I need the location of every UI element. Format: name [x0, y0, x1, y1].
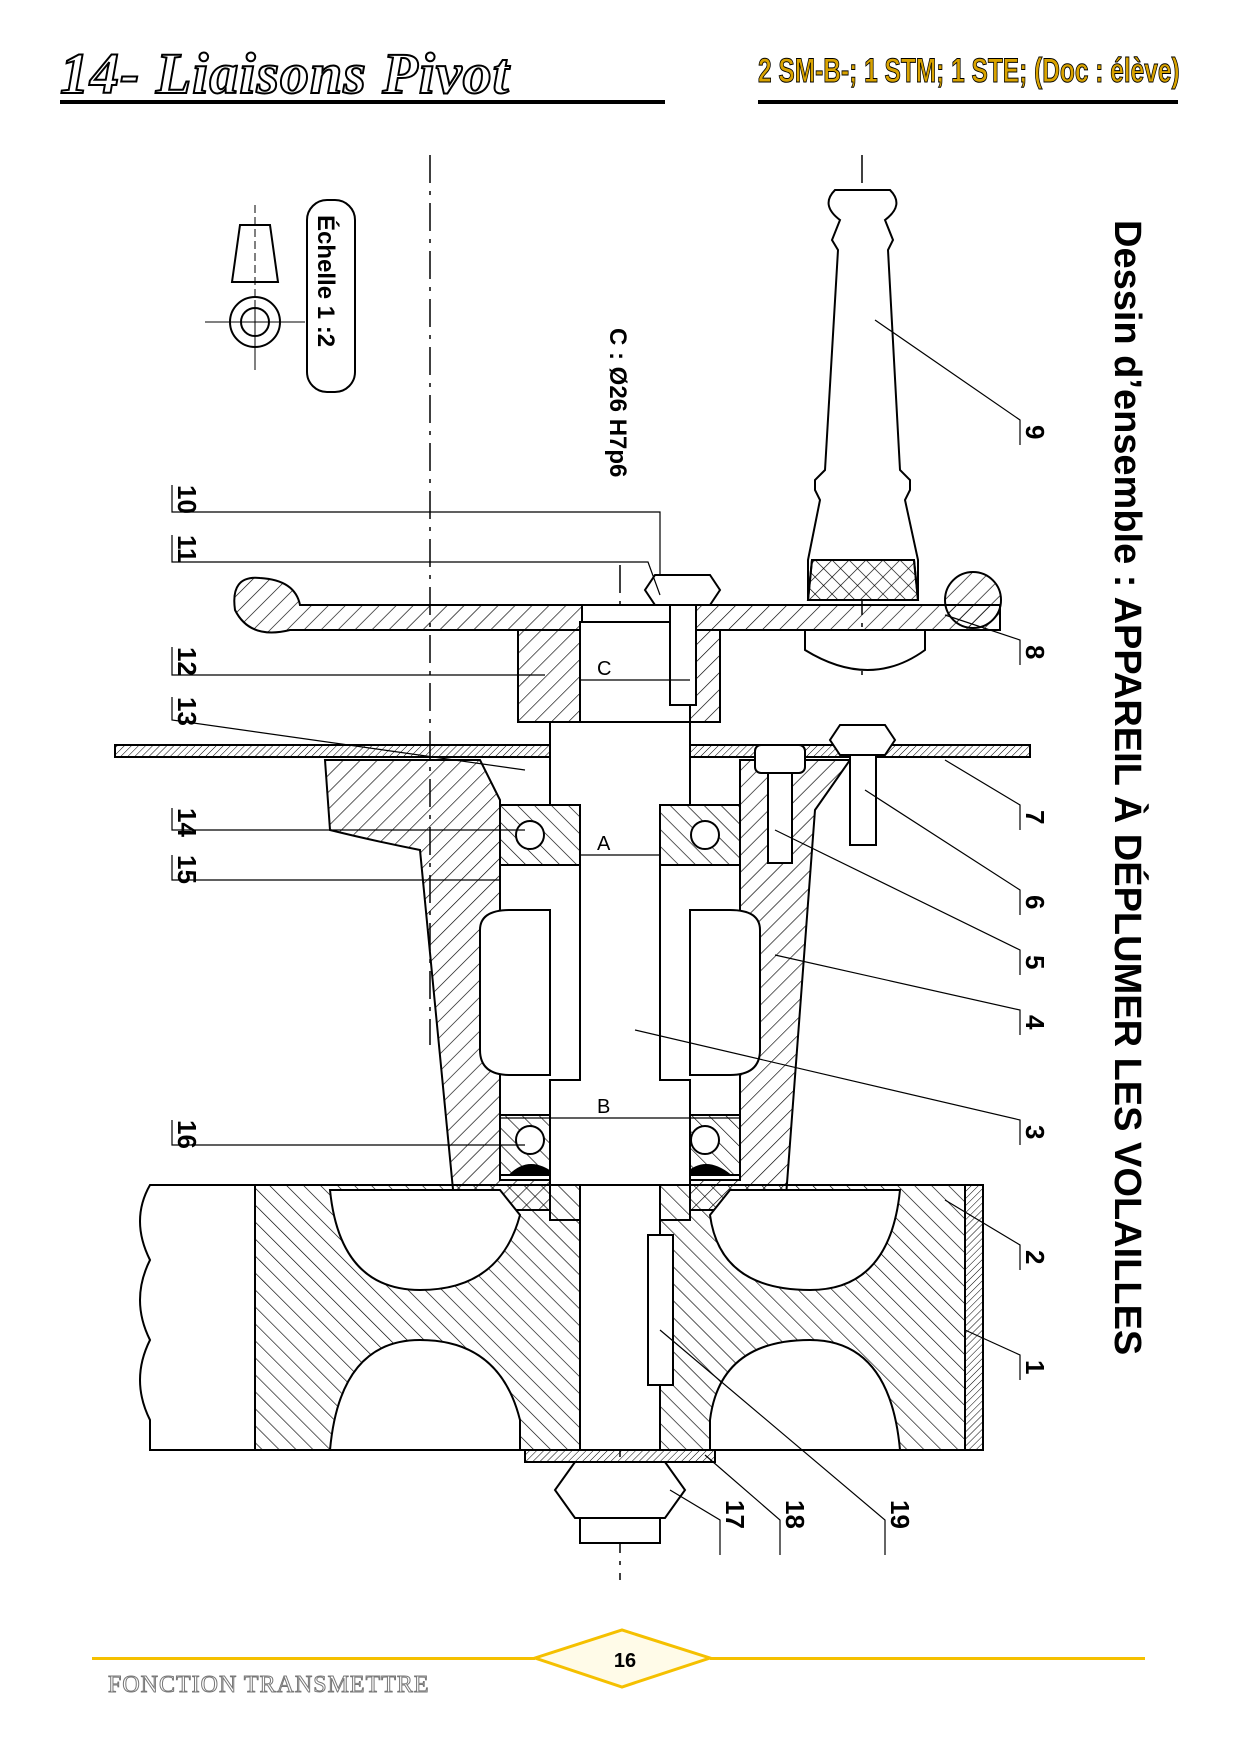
drawing-title: Dessin d’ensemble : APPAREIL À DÉPLUMER … [1106, 220, 1150, 1355]
knob-part-9 [804, 189, 926, 671]
screw-part-5 [754, 744, 806, 864]
page-title: 14- Liaisons Pivot [59, 40, 510, 107]
footer-section: FONCTION TRANSMETTRE [108, 1672, 430, 1699]
part-label-14: 14 [172, 808, 202, 837]
bearing-top [499, 804, 741, 866]
part-label-17: 17 [720, 1500, 750, 1529]
projection-symbol-icon [205, 205, 305, 370]
part-label-18: 18 [780, 1500, 810, 1529]
class-subtitle: 2 SM-B-; 1 STM; 1 STE; (Doc : élève) [758, 52, 1180, 91]
part-label-2: 2 [1020, 1250, 1050, 1264]
part-label-1: 1 [1020, 1360, 1050, 1374]
footer-rule-left [92, 1657, 535, 1660]
dimension-c-label: C [597, 658, 611, 680]
part-label-5: 5 [1020, 955, 1050, 969]
footer-rule-right [710, 1657, 1145, 1660]
dimension-a-label: A [597, 833, 611, 855]
part-label-4: 4 [1020, 1015, 1050, 1030]
part-label-10: 10 [172, 485, 202, 514]
nut-part-17 [553, 1461, 687, 1519]
part-label-7: 7 [1020, 810, 1050, 824]
washer-part-18 [524, 1449, 716, 1463]
part-label-9: 9 [1020, 425, 1050, 439]
part-label-13: 13 [172, 697, 202, 726]
screw-part-10 [643, 574, 722, 706]
base-part-2 [139, 1184, 984, 1451]
scale-box [306, 199, 356, 393]
part-label-12: 12 [172, 647, 202, 676]
fit-tolerance-label: C : Ø26 H7p6 [604, 328, 631, 477]
title-underline [60, 100, 665, 104]
part-label-19: 19 [885, 1500, 915, 1529]
scale-label: Échelle 1 :2 [312, 215, 340, 347]
body-part-4 [323, 759, 852, 1211]
part-label-6: 6 [1020, 895, 1050, 909]
part-label-8: 8 [1020, 645, 1050, 659]
subtitle-underline [758, 100, 1178, 104]
part-label-3: 3 [1020, 1125, 1050, 1139]
part-label-11: 11 [172, 535, 202, 563]
key-part-19 [647, 1234, 674, 1386]
screw-part-6 [828, 724, 897, 846]
page-number: 16 [613, 1650, 637, 1672]
dimension-b-label: B [597, 1096, 610, 1118]
part-label-15: 15 [172, 855, 202, 884]
part-label-16: 16 [172, 1120, 202, 1149]
